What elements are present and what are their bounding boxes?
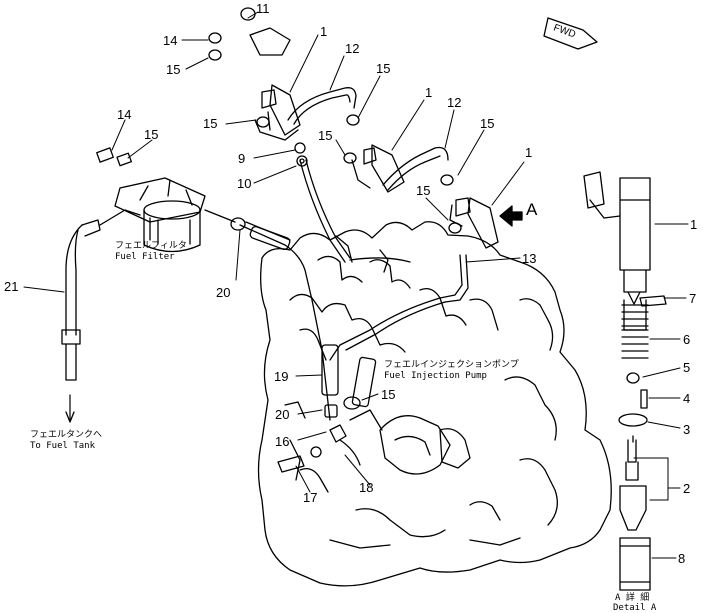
fwd-arrow-icon [543, 17, 598, 50]
callout-3: 3 [683, 422, 691, 437]
callout-5: 5 [683, 360, 691, 375]
callout-12: 12 [345, 41, 360, 56]
callout-4: 4 [683, 391, 691, 406]
callout-10: 10 [237, 176, 252, 191]
detail-a-label: Detail A [613, 603, 657, 613]
fuel-tank-label-jp: フェエルタンクへ [30, 430, 103, 440]
detail-arrow-label: A [526, 200, 538, 219]
callout-1: 1 [425, 85, 433, 100]
callout-8: 8 [678, 551, 686, 566]
fuel-filter [96, 147, 236, 253]
callout-18: 18 [359, 480, 374, 495]
detail-a-injector [583, 171, 667, 591]
leader-lines [23, 11, 689, 559]
callout-20: 20 [216, 285, 231, 300]
callout-15: 15 [376, 61, 391, 76]
callout-12: 12 [447, 95, 462, 110]
callout-13: 13 [522, 251, 537, 266]
callout-15: 15 [203, 116, 218, 131]
callout-15: 15 [318, 128, 333, 143]
callout-9: 9 [238, 151, 246, 166]
injection-pump-label: Fuel Injection Pump [384, 371, 487, 381]
callout-15: 15 [416, 183, 431, 198]
engine-block [257, 221, 612, 587]
injection-pump-label-jp: フェエルインジェクションポンプ [384, 360, 519, 370]
callout-16: 16 [275, 434, 290, 449]
fuel-tank-hose [61, 219, 101, 423]
callout-15: 15 [480, 116, 495, 131]
callout-19: 19 [274, 369, 289, 384]
fuel-filter-label-jp: フェエルフィルタ [115, 241, 187, 251]
callout-17: 17 [303, 490, 318, 505]
callout-21: 21 [4, 279, 19, 294]
detail-a-arrow-icon [499, 205, 523, 227]
callout-7: 7 [689, 291, 697, 306]
fuel-lines [239, 87, 469, 421]
injectors [261, 84, 499, 249]
callout-2: 2 [683, 481, 691, 496]
callout-14: 14 [117, 107, 132, 122]
fuel-filter-label: Fuel Filter [115, 252, 175, 262]
callout-15: 15 [166, 62, 181, 77]
callout-1: 1 [320, 24, 328, 39]
callout-1: 1 [525, 145, 533, 160]
detail-a-label-jp: A 詳 細 [615, 593, 650, 603]
hoses [249, 225, 377, 408]
callout-11: 11 [256, 1, 270, 16]
fuel-tank-label: To Fuel Tank [30, 441, 96, 451]
small-parts [208, 7, 462, 473]
callout-14: 14 [163, 33, 178, 48]
callout-1: 1 [690, 217, 698, 232]
callout-20: 20 [275, 407, 290, 422]
callout-15: 15 [144, 127, 159, 142]
callout-15: 15 [381, 387, 396, 402]
callout-6: 6 [683, 332, 691, 347]
